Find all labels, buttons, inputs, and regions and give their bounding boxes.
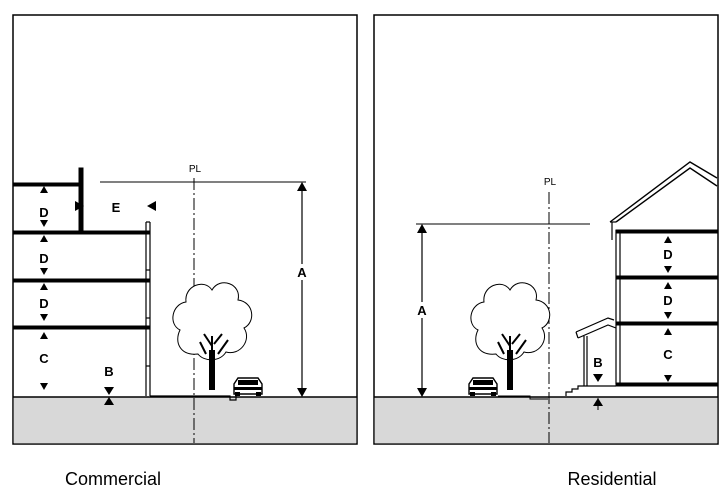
res-label-c: C (663, 347, 673, 362)
commercial-dim-d (40, 186, 156, 405)
label-d-middle: D (39, 251, 48, 266)
commercial-ground (13, 397, 357, 444)
res-label-a: A (417, 303, 427, 318)
label-d-lower: D (39, 296, 48, 311)
residential-panel: D D C B A PL (373, 14, 719, 445)
commercial-car (233, 377, 263, 397)
label-b: B (104, 364, 113, 379)
label-a: A (297, 265, 307, 280)
res-label-d-upper: D (663, 247, 672, 262)
residential-dims (593, 236, 672, 406)
res-label-b: B (593, 355, 602, 370)
label-c: C (39, 351, 49, 366)
residential-dim-a (414, 223, 590, 397)
residential-caption: Residential (567, 469, 656, 489)
commercial-building (12, 167, 237, 401)
label-d-top: D (39, 205, 48, 220)
residential-car (468, 377, 498, 397)
residential-pl-label: PL (544, 177, 557, 188)
commercial-caption: Commercial (65, 469, 161, 489)
residential-ground (374, 397, 718, 444)
commercial-pl-label: PL (189, 164, 202, 175)
label-e: E (112, 200, 121, 215)
residential-house (498, 161, 718, 400)
commercial-panel: D D D C B E A PL (12, 14, 358, 445)
commercial-dim-a (100, 181, 310, 397)
commercial-frame (12, 14, 358, 445)
res-label-d-lower: D (663, 293, 672, 308)
